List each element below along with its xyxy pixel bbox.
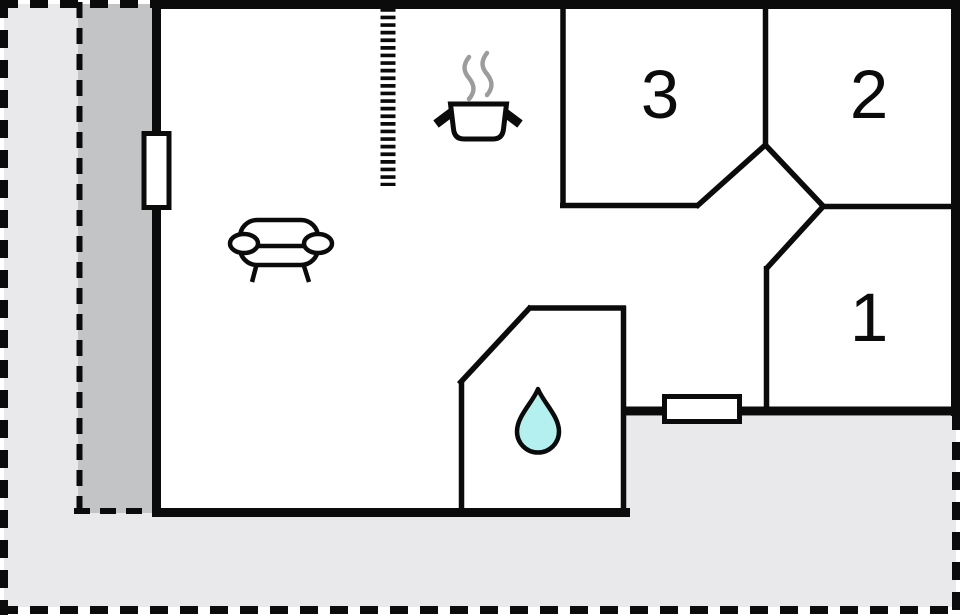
wall-bathroom-diagonal (456, 304, 534, 386)
interior-walls (456, 4, 953, 512)
steam-icon (462, 54, 476, 102)
room-label-2: 2 (850, 56, 888, 133)
exterior-walls (152, 0, 960, 517)
water-drop-icon (514, 386, 562, 455)
window-back (662, 394, 742, 424)
terrace-boundary-dashed (74, 2, 153, 514)
wall-room1-diagonal (763, 203, 827, 271)
terrace (78, 4, 156, 513)
window-left (141, 131, 172, 210)
wall-room3-diagonal (694, 141, 769, 210)
sofa-armrest-right (301, 231, 335, 256)
room-label-3: 3 (641, 56, 679, 133)
room-label-1: 1 (850, 279, 888, 356)
house-footprint (152, 0, 960, 517)
stove-icon (433, 50, 523, 142)
sofa-icon (227, 217, 335, 283)
sofa-armrest-left (227, 231, 261, 256)
wall-room2-diagonal (762, 141, 826, 209)
steam-icon-2 (480, 50, 494, 98)
pot-body (447, 101, 510, 142)
